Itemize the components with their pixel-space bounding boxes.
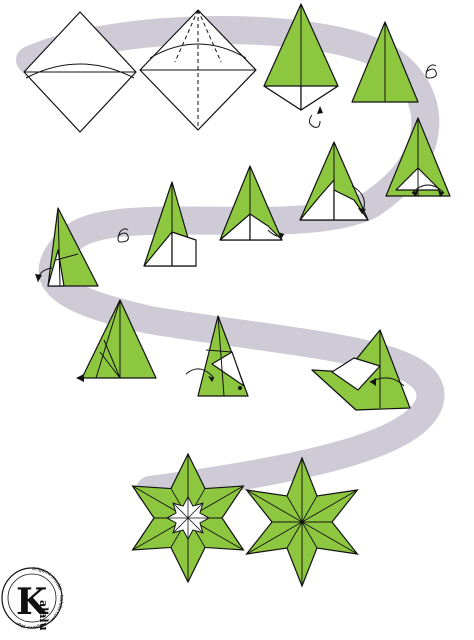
star-crease [246, 521, 303, 555]
logo-letter: K [16, 581, 49, 623]
step-1-square [23, 11, 137, 133]
step-11-fold [185, 315, 249, 397]
step-6-fold [299, 141, 369, 221]
step-7-fold [219, 165, 285, 241]
logo-name: alalu [37, 600, 50, 631]
kalalu-logo: K alalu origami model · kalalu.com · ori… [1, 566, 64, 631]
step-10-fold [76, 299, 157, 382]
star-center-crease [172, 517, 189, 534]
star-crease [246, 489, 303, 523]
star-crease [301, 521, 358, 555]
finished-star-back [245, 456, 359, 588]
step-3-kite [263, 3, 339, 128]
step-2-square-creased [139, 9, 257, 131]
step-9-fold [35, 207, 99, 287]
turn-over-symbol [425, 64, 437, 79]
star-crease [301, 521, 318, 549]
star-crease [301, 489, 358, 523]
star-center-crease [187, 502, 204, 519]
star-crease [286, 521, 303, 549]
step-8-fold [117, 181, 197, 267]
turn-over-arrow [308, 114, 321, 128]
step-12-fold [311, 329, 411, 411]
star-crease [301, 495, 318, 523]
step-5-fold [385, 117, 451, 197]
star-center-crease [172, 502, 189, 519]
star-center-crease [187, 517, 204, 534]
step-4-triangle [351, 21, 437, 103]
finished-star-front [131, 452, 245, 584]
star-crease [286, 495, 303, 523]
